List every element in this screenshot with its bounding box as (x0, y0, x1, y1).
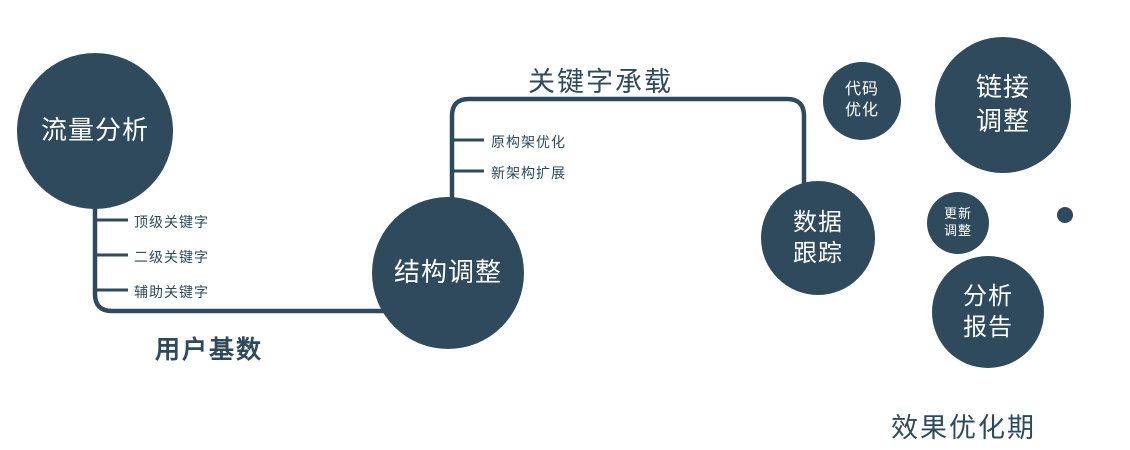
edge-structure-to-tracking (449, 96, 807, 200)
node-link-adjustment-line1: 链接 (975, 72, 1030, 103)
node-link-adjustment-line2: 调整 (975, 106, 1030, 136)
caption-effect-optimization-period: 效果优化期 (891, 413, 1036, 443)
edge-label-user-base: 用户基数 (155, 336, 264, 364)
node-update-adjustment: 更新 调整 (927, 192, 989, 254)
dot-marker (1057, 207, 1073, 223)
node-data-tracking-line1: 数据 (793, 208, 843, 236)
branch-label-original-framework-optimization: 原构架优化 (491, 134, 566, 150)
edge-label-keyword-carry: 关键字承载 (528, 67, 673, 97)
node-update-adjustment-line1: 更新 (943, 206, 972, 222)
branch-label-auxiliary-keywords: 辅助关键字 (134, 284, 209, 300)
node-structure-adjustment-label: 结构调整 (393, 257, 502, 288)
node-data-tracking: 数据 跟踪 (761, 181, 875, 295)
node-traffic-analysis: 流量分析 (17, 53, 173, 209)
node-data-tracking-line2: 跟踪 (793, 240, 843, 267)
branch-label-secondary-keywords: 二级关键字 (134, 249, 209, 265)
node-code-optimization: 代码 优化 (823, 62, 901, 140)
edge-traffic-to-structure (92, 190, 396, 314)
node-analysis-report-line2: 报告 (963, 314, 1013, 341)
node-analysis-report-line1: 分析 (963, 282, 1013, 310)
node-structure-adjustment: 结构调整 (372, 197, 524, 349)
node-update-adjustment-line2: 调整 (943, 223, 972, 238)
branch-label-new-framework-expansion: 新架构扩展 (491, 165, 566, 181)
branch-label-top-keywords: 顶级关键字 (134, 214, 209, 230)
node-code-optimization-line2: 优化 (844, 102, 879, 119)
node-link-adjustment: 链接 调整 (935, 37, 1071, 173)
node-traffic-analysis-label: 流量分析 (40, 115, 149, 146)
node-code-optimization-line1: 代码 (844, 81, 879, 99)
node-analysis-report: 分析 报告 (932, 256, 1044, 368)
